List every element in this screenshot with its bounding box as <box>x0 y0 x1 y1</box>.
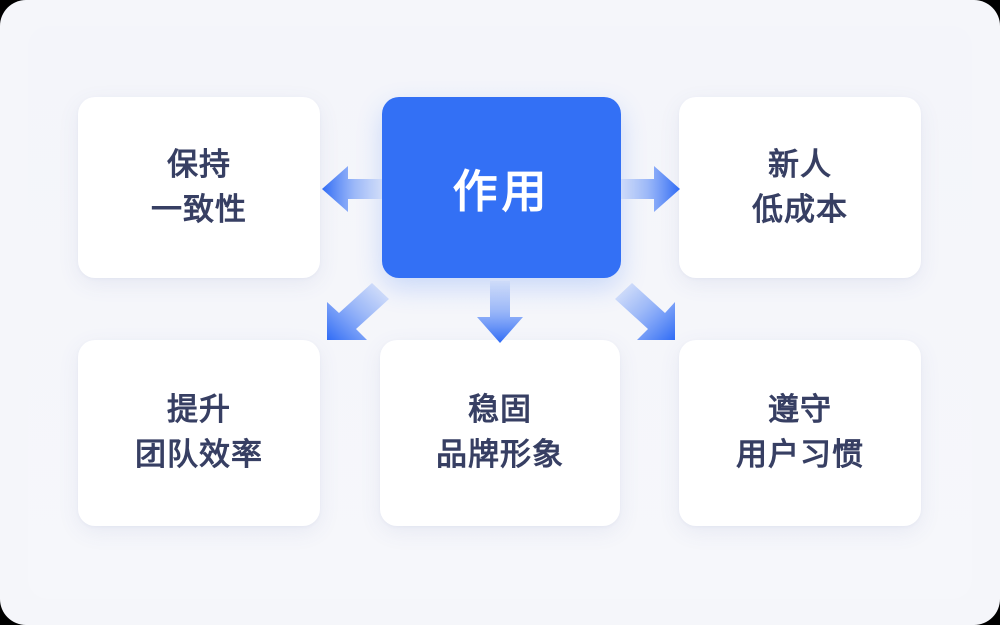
arrow-down-right-icon <box>615 283 675 340</box>
node-label-line2: 品牌形象 <box>436 437 564 472</box>
node-card-newcomer-low-cost[interactable]: 新人 低成本 <box>679 97 921 278</box>
arrow-left-icon <box>322 166 384 212</box>
arrow-down-left-icon <box>327 283 389 340</box>
node-card-improve-team-efficiency[interactable]: 提升 团队效率 <box>78 340 320 526</box>
node-card-center-role[interactable]: 作用 <box>382 97 621 278</box>
node-label-line1: 保持 <box>167 146 231 182</box>
node-card-follow-user-habits[interactable]: 遵守 用户习惯 <box>679 340 921 526</box>
center-node-label: 作用 <box>452 166 551 217</box>
node-label-line2: 一致性 <box>151 191 247 227</box>
node-label-line2: 用户习惯 <box>736 437 864 472</box>
node-label-line2: 团队效率 <box>135 437 263 472</box>
node-label-line1: 新人 <box>768 146 832 182</box>
arrow-right-icon <box>618 166 680 212</box>
node-card-solid-brand-image[interactable]: 稳固 品牌形象 <box>380 340 620 526</box>
node-label-line2: 低成本 <box>752 191 848 227</box>
node-label-line1: 稳固 <box>468 392 532 428</box>
node-label-line1: 提升 <box>167 392 231 428</box>
arrow-down-icon <box>477 281 523 343</box>
node-label-line1: 遵守 <box>768 392 832 428</box>
node-card-keep-consistency[interactable]: 保持 一致性 <box>78 97 320 278</box>
